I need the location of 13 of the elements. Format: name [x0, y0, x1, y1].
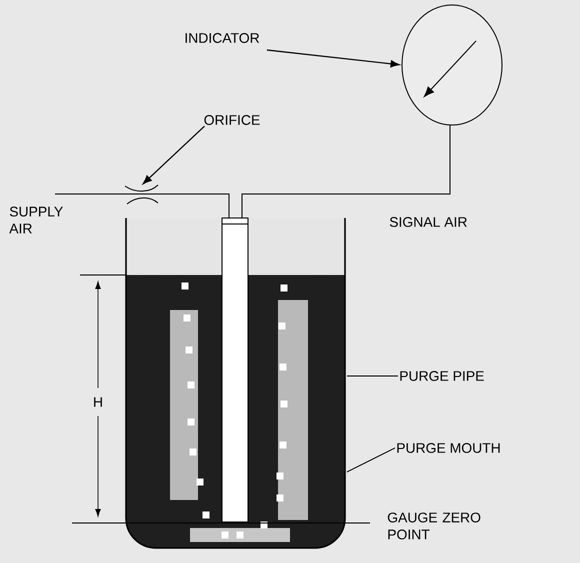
callout-label: PURGE PIPE [400, 371, 484, 381]
callout-label: ORIFICE [204, 115, 260, 125]
text-label: SUPPLY AIR [9, 206, 63, 234]
arrow [142, 126, 205, 184]
text-label: SIGNAL AIR [390, 217, 467, 227]
text-label: H [92, 396, 104, 408]
arrow [266, 49, 400, 68]
leader-line [346, 448, 396, 472]
gauge-dial [402, 4, 502, 126]
orifice-symbol [124, 184, 158, 204]
text-label: GAUGE ZERO POINT [388, 512, 480, 540]
callout-label: INDICATOR [186, 33, 260, 43]
callout-label: PURGE MOUTH [397, 443, 500, 453]
